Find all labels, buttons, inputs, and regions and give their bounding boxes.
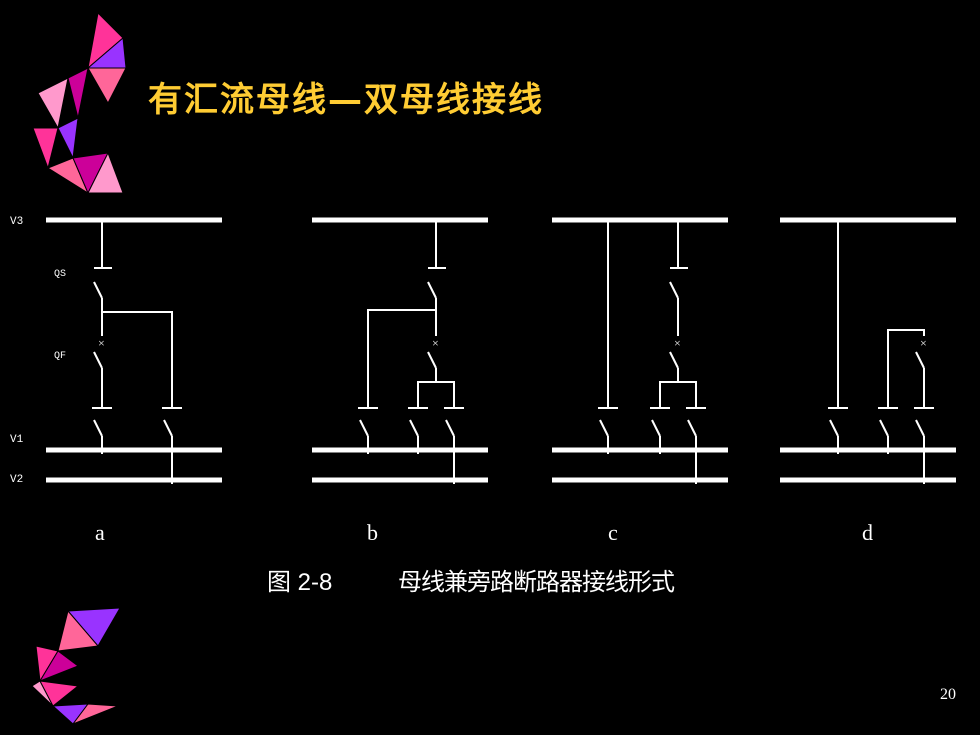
breaker-mark-c: × bbox=[674, 336, 681, 350]
sublabel-a: a bbox=[95, 520, 105, 545]
qf-label: QF bbox=[54, 351, 66, 362]
decorative-swirl-bottom bbox=[31, 607, 121, 726]
breaker-mark-a: × bbox=[98, 336, 105, 350]
sublabel-d: d bbox=[862, 520, 873, 545]
circuit-a bbox=[92, 220, 182, 484]
breaker-mark-d: × bbox=[920, 336, 927, 350]
figure-caption-number: 图 2-8 bbox=[267, 569, 333, 596]
sublabel-b: b bbox=[367, 520, 378, 545]
circuit-c bbox=[598, 220, 706, 484]
circuit-d bbox=[828, 220, 934, 484]
bus-label-v1: V1 bbox=[10, 434, 24, 446]
breaker-mark-b: × bbox=[432, 336, 439, 350]
circuit-b bbox=[358, 220, 464, 484]
busbars bbox=[46, 217, 956, 483]
decorative-swirl-top bbox=[32, 11, 127, 195]
sublabel-c: c bbox=[608, 520, 618, 545]
slide-title: 有汇流母线—双母线接线 bbox=[148, 80, 544, 120]
busbar-schematic: V3 V1 V2 QS QF × bbox=[10, 216, 956, 486]
page-number: 20 bbox=[940, 686, 956, 703]
qs-label: QS bbox=[54, 269, 66, 280]
bus-label-v2: V2 bbox=[10, 474, 23, 486]
bus-label-v3: V3 bbox=[10, 216, 23, 228]
figure-caption-text: 母线兼旁路断路器接线形式 bbox=[398, 569, 675, 596]
